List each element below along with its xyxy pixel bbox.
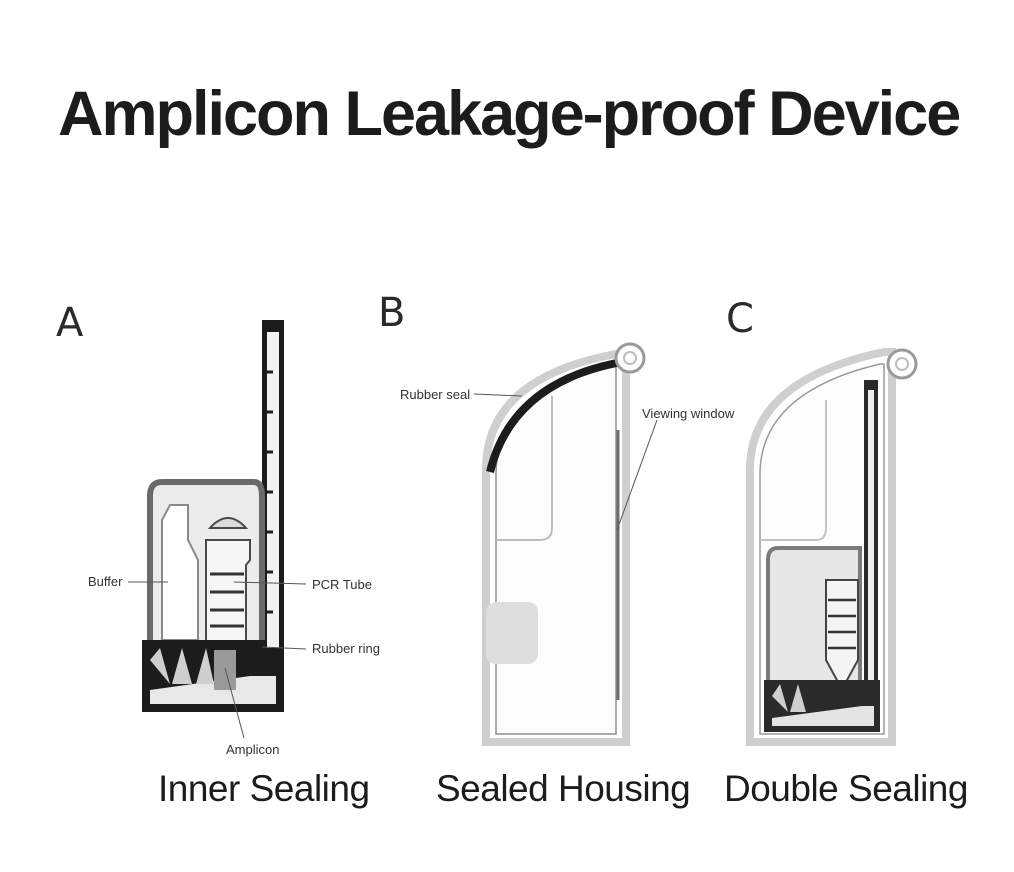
callout-amplicon: Amplicon (226, 742, 280, 757)
b-callout-lines (473, 393, 658, 531)
callout-rubber-ring: Rubber ring (312, 641, 380, 656)
page-title: Amplicon Leakage-proof Device (58, 79, 961, 149)
a-base-insert (150, 676, 276, 704)
panel-c-letter: C (726, 296, 754, 342)
panel-c-drawing (746, 348, 918, 746)
a-tube-ribs (210, 572, 244, 628)
caption-inner-sealing: Inner Sealing (158, 768, 370, 809)
b-rubber-seal (486, 358, 623, 473)
callout-rubber-seal: Rubber seal (400, 387, 471, 402)
a-tube-cap (207, 517, 249, 529)
b-pad (486, 602, 538, 664)
callout-viewing-window: Viewing window (642, 406, 735, 421)
panel-b-letter: B (378, 290, 406, 336)
a-strip-marks (267, 370, 273, 614)
a-strip-window (267, 332, 279, 662)
b-inner-shelf (496, 396, 553, 541)
a-callout-lines (128, 581, 307, 739)
callout-pcr-tube: PCR Tube (312, 577, 372, 592)
caption-sealed-housing: Sealed Housing (436, 768, 691, 809)
panel-a-drawing (128, 320, 307, 739)
a-amplicon-well (214, 650, 236, 690)
panel-a-letter: A (56, 300, 84, 346)
panel-b-drawing (473, 342, 658, 746)
caption-double-sealing: Double Sealing (724, 768, 968, 809)
a-base-teeth (150, 648, 214, 684)
callout-buffer: Buffer (88, 574, 123, 589)
